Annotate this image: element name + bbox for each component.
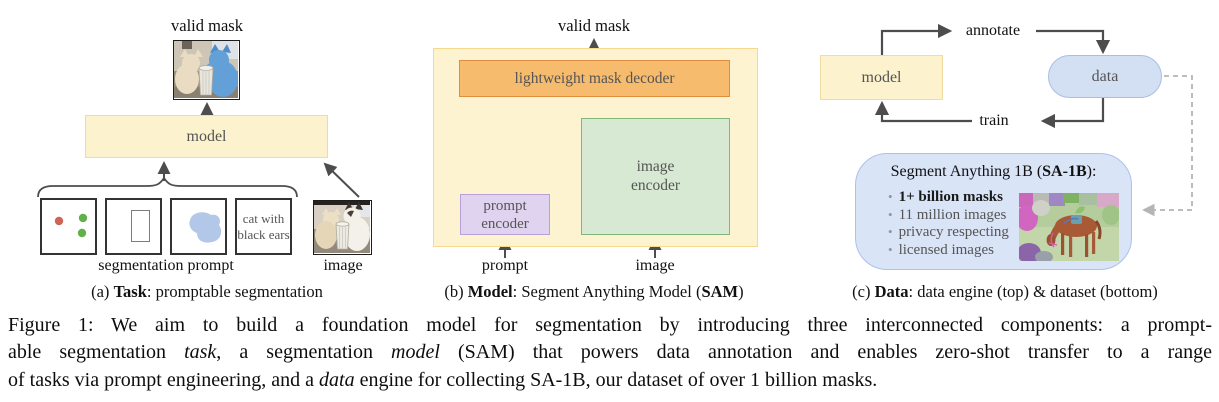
- annotate-label: annotate: [965, 22, 1021, 39]
- prompt-text-box: cat with black ears: [235, 198, 292, 255]
- text-prompt-line1: cat with: [242, 210, 285, 226]
- model-box-c: model: [820, 55, 943, 100]
- sa1b-dataset-box: Segment Anything 1B (SA-1B): • 1+ billio…: [855, 153, 1132, 270]
- image-encoder-label-line2: encoder: [630, 176, 681, 194]
- sa1b-bullet-1-text: 1+ billion masks: [898, 189, 1003, 205]
- valid-mask-label-a: valid mask: [171, 16, 243, 35]
- sa1b-title: Segment Anything 1B (SA-1B):: [890, 163, 1097, 180]
- arrow-data-to-train: [1040, 98, 1105, 129]
- prompt-mask-box: [170, 198, 227, 255]
- caption-line-2: able segmentation task, a segmentation m…: [8, 341, 1212, 364]
- sa1b-bullet-4-text: licensed images: [898, 241, 994, 258]
- prompt-box-box: [105, 198, 162, 255]
- arrow-annotate-to-data: [1036, 29, 1111, 55]
- sa1b-bullet-2: • 11 million images: [888, 207, 1009, 225]
- bullet-dot-icon: •: [888, 241, 893, 257]
- mask-blob-icon: [189, 212, 222, 243]
- points-prompt-icon: [54, 213, 88, 238]
- sa1b-bullet-4: • licensed images: [888, 242, 1009, 260]
- mask-decoder-box: lightweight mask decoder: [459, 60, 730, 97]
- model-box-a: model: [85, 115, 328, 158]
- segmentation-prompt-label: segmentation prompt: [98, 257, 234, 274]
- cats-masked-photo: [174, 41, 238, 98]
- cats-photo: [314, 201, 370, 253]
- bullet-dot-icon: •: [888, 206, 893, 222]
- prompt-encoder-box: prompt encoder: [460, 194, 550, 235]
- horse-segmentation-photo: [1019, 193, 1119, 261]
- curly-brace-prompts: [37, 176, 298, 198]
- bounding-box-prompt-icon: [131, 210, 150, 242]
- prompt-label-b: prompt: [481, 257, 529, 274]
- mask-decoder-label: lightweight mask decoder: [514, 69, 675, 87]
- valid-mask-label-b: valid mask: [558, 16, 630, 35]
- input-image-a: [313, 200, 372, 255]
- train-label: train: [979, 112, 1009, 129]
- data-pill-label: data: [1091, 67, 1119, 85]
- sa1b-bullet-2-text: 11 million images: [898, 206, 1007, 223]
- sa1b-sample-image: [1019, 193, 1119, 261]
- subcaption-b: (b) Model: Segment Anything Model (SAM): [444, 282, 744, 301]
- sa1b-bullet-3: • privacy respecting: [888, 224, 1009, 242]
- image-encoder-box: image encoder: [581, 118, 730, 235]
- image-label-b: image: [635, 257, 675, 274]
- model-box-a-label: model: [186, 127, 227, 145]
- figure-caption: Figure 1: We aim to build a foundation m…: [8, 312, 1212, 394]
- sa1b-bullet-1: • 1+ billion masks: [888, 189, 1009, 207]
- model-box-c-label: model: [861, 68, 902, 86]
- prompt-encoder-label-line2: encoder: [481, 215, 529, 232]
- data-pill: data: [1048, 55, 1162, 98]
- prompt-encoder-label-line1: prompt: [483, 197, 527, 214]
- dashed-arrow-data-to-dataset: [1142, 75, 1193, 217]
- bullet-dot-icon: •: [888, 189, 893, 204]
- image-encoder-label-line1: image: [636, 157, 675, 175]
- subcaption-c: (c) Data: data engine (top) & dataset (b…: [852, 282, 1158, 301]
- prompt-points-box: [40, 198, 97, 255]
- arrow-model-to-annotate: [880, 23, 953, 55]
- sa1b-bullet-3-text: privacy respecting: [898, 224, 1009, 240]
- bullet-dot-icon: •: [888, 224, 893, 239]
- caption-line-3: of tasks via prompt engineering, and a d…: [8, 368, 878, 391]
- arrow-image-to-model-a: [323, 162, 360, 198]
- subcaption-a: (a) Task: promptable segmentation: [91, 282, 323, 301]
- text-prompt-line2: black ears: [237, 226, 290, 242]
- sa1b-bullet-list: • 1+ billion masks • 11 million images •…: [888, 189, 1009, 259]
- image-label-a: image: [323, 257, 363, 274]
- valid-mask-image-a: [173, 40, 240, 100]
- caption-line-1: Figure 1: We aim to build a foundation m…: [8, 314, 1212, 336]
